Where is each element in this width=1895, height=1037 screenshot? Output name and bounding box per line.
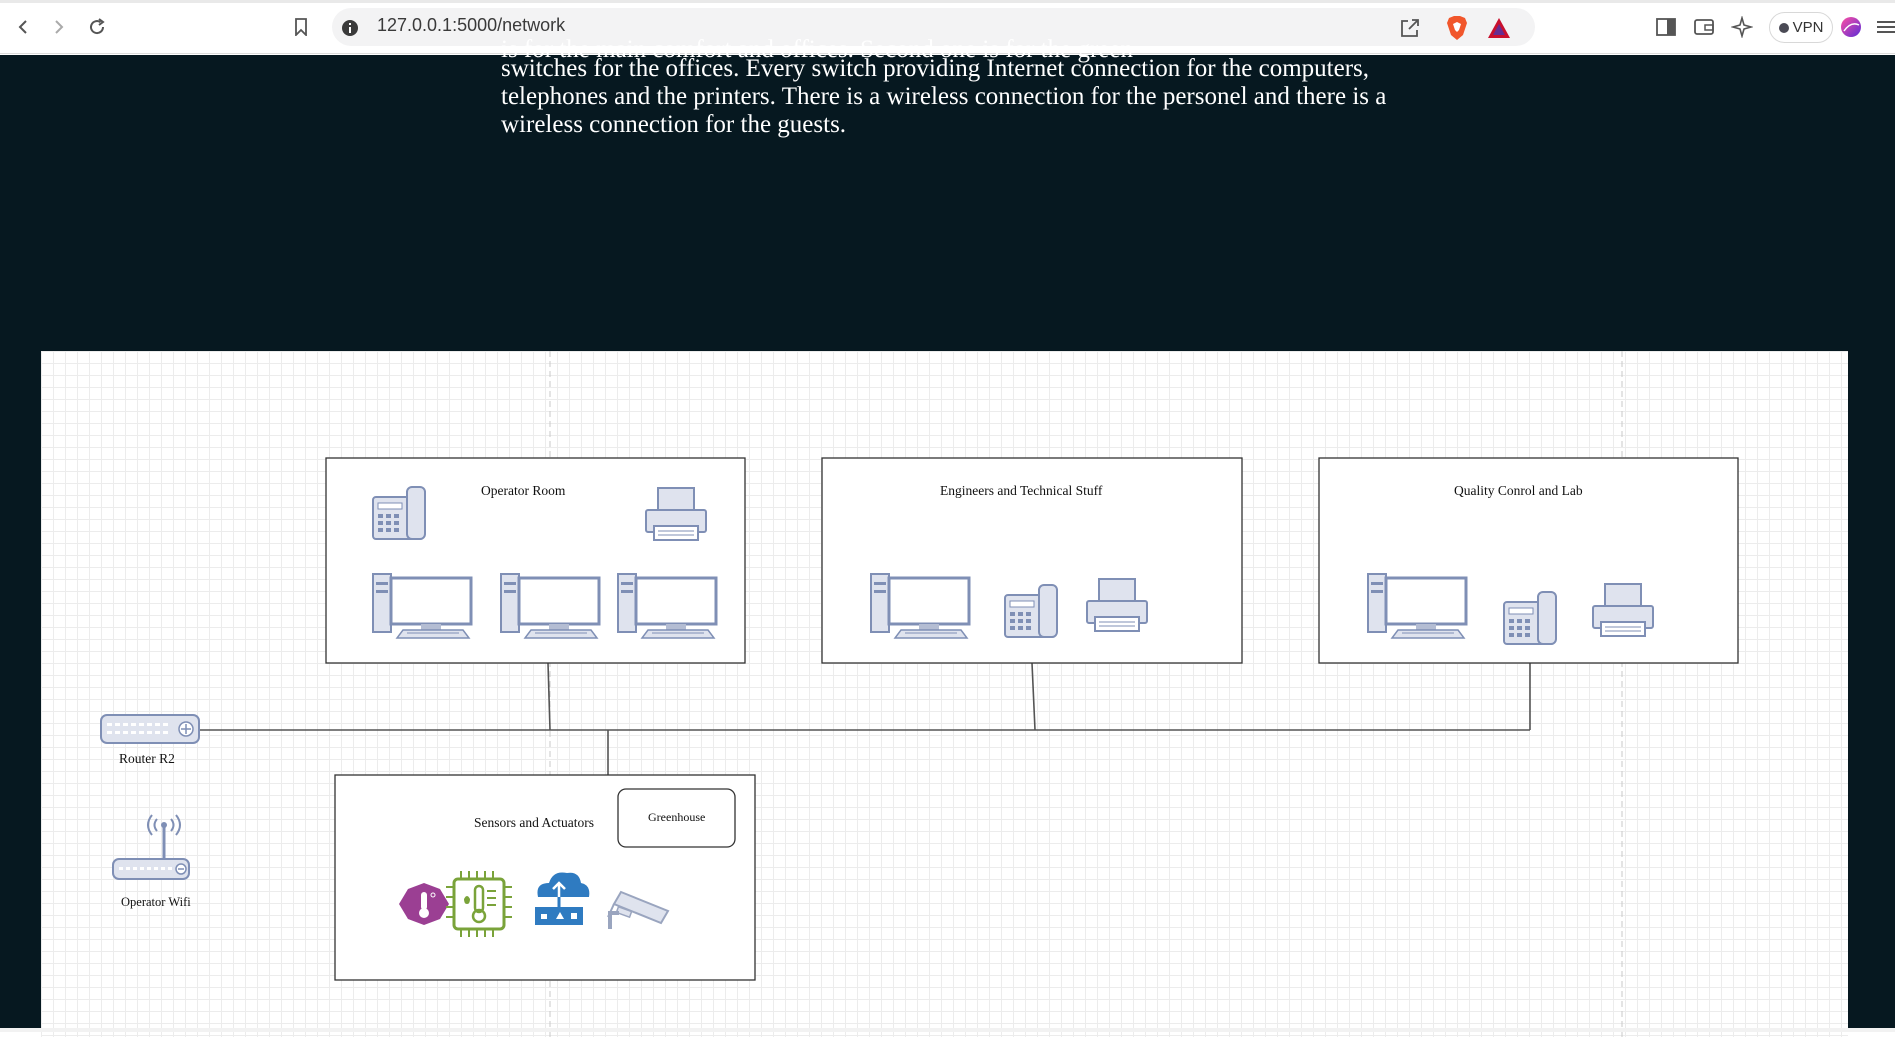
address-bar[interactable] <box>332 8 1535 46</box>
site-info-icon[interactable] <box>340 18 360 38</box>
menu-icon[interactable] <box>1874 16 1895 38</box>
reload-icon[interactable] <box>84 14 110 40</box>
wifi-access-point-icon <box>113 815 189 879</box>
wallet-icon[interactable] <box>1693 16 1715 38</box>
description-line-3: wireless connection for the guests. <box>501 111 847 138</box>
network-diagram: Operator Room Engineers and Technical St… <box>41 351 1848 1037</box>
room-label-greenhouse: Greenhouse <box>648 810 706 824</box>
brave-rewards-icon[interactable] <box>1486 16 1512 40</box>
page-bottom-edge <box>0 1028 1895 1032</box>
room-label-engineers: Engineers and Technical Stuff <box>940 483 1103 498</box>
iot-chip-icon <box>446 871 512 937</box>
description-line-1: switches for the offices. Every switch p… <box>501 55 1370 82</box>
security-camera-icon <box>608 892 670 930</box>
operator-room-box <box>326 458 745 663</box>
quality-room-box <box>1319 458 1738 663</box>
profile-icon[interactable] <box>1839 15 1863 39</box>
vpn-button[interactable]: VPN <box>1769 12 1833 43</box>
description-line-2: telephones and the printers. There is a … <box>501 83 1387 110</box>
description-partial-line: is for the main comfort and offices. Sec… <box>501 36 1133 63</box>
browser-toolbar: 127.0.0.1:5000/network VPN <box>0 0 1895 54</box>
brave-shields-icon[interactable] <box>1444 14 1470 42</box>
forward-icon[interactable] <box>46 14 72 40</box>
url-text[interactable]: 127.0.0.1:5000/network <box>377 15 566 35</box>
network-description: is for the main comfort and offices. Sec… <box>501 36 1401 139</box>
back-icon[interactable] <box>10 14 36 40</box>
vpn-label: VPN <box>1792 19 1824 36</box>
bookmark-icon[interactable] <box>288 14 314 40</box>
leo-ai-icon[interactable] <box>1730 15 1754 39</box>
wifi-label: Operator Wifi <box>121 895 191 909</box>
page-content: is for the main comfort and offices. Sec… <box>0 36 1895 1037</box>
sidebar-icon[interactable] <box>1655 16 1677 38</box>
room-label-sensors: Sensors and Actuators <box>474 815 594 830</box>
vpn-status-icon <box>1778 22 1789 33</box>
share-icon[interactable] <box>1398 16 1422 40</box>
router-label: Router R2 <box>119 751 175 766</box>
router-icon <box>101 715 199 743</box>
engineers-room-box <box>822 458 1242 663</box>
cloud-gateway-icon <box>535 871 589 925</box>
temperature-sensor-icon <box>399 883 449 925</box>
room-label-quality: Quality Conrol and Lab <box>1454 483 1583 498</box>
diagram-canvas <box>100 351 1739 1037</box>
tab-strip-edge <box>0 0 1895 3</box>
room-label-operator: Operator Room <box>481 483 566 498</box>
